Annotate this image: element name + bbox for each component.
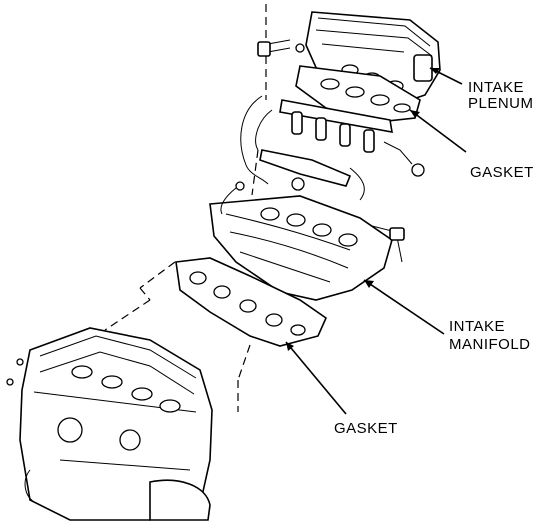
- label-intake-manifold-line2: MANIFOLD: [449, 336, 531, 353]
- label-lower-gasket: GASKET: [334, 420, 398, 437]
- label-intake-plenum-line1: INTAKE: [468, 79, 524, 96]
- part-labels: INTAKE PLENUM GASKET INTAKE MANIFOLD GAS…: [334, 79, 534, 437]
- intake-manifold: [209, 177, 405, 301]
- lower-gasket: [175, 257, 328, 347]
- fuel-rail-injectors: [240, 95, 425, 201]
- label-upper-gasket: GASKET: [470, 164, 534, 181]
- label-intake-manifold-line1: INTAKE: [449, 318, 505, 335]
- engine-block: [6, 327, 213, 521]
- alignment-dashed-lines: [104, 4, 267, 412]
- label-intake-plenum-line2: PLENUM: [468, 95, 534, 112]
- leader-lines: [285, 67, 467, 415]
